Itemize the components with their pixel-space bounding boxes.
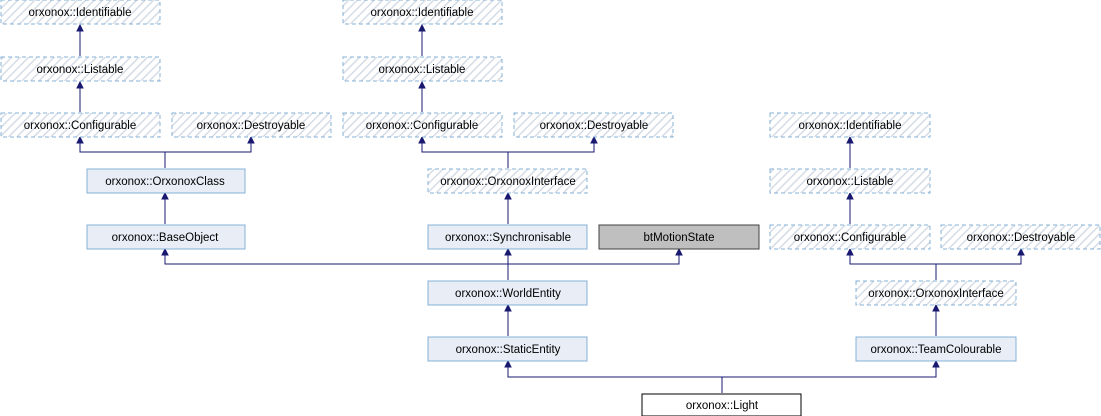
edge-orxonoxclass-to-destroyable-1 xyxy=(165,142,252,153)
class-node-teamcolourable[interactable]: orxonox::TeamColourable xyxy=(855,336,1017,362)
class-node-configurable[interactable]: orxonox::Configurable xyxy=(769,224,931,250)
edge-orxonoxclass-to-configurable-1 xyxy=(79,142,166,168)
class-node-label: orxonox::Light xyxy=(686,400,759,412)
arrowhead xyxy=(846,135,854,144)
class-node-orxonoxinterface[interactable]: orxonox::OrxonoxInterface xyxy=(855,280,1017,306)
class-node-listable[interactable]: orxonox::Listable xyxy=(769,168,931,194)
arrowhead xyxy=(76,80,84,89)
class-node-identifiable[interactable]: orxonox::Identifiable xyxy=(769,112,931,138)
class-node-label: orxonox::OrxonoxInterface xyxy=(440,176,576,188)
class-node-destroyable[interactable]: orxonox::Destroyable xyxy=(513,112,674,138)
class-node-label: orxonox::Destroyable xyxy=(967,232,1076,244)
class-node-label: orxonox::StaticEntity xyxy=(456,344,561,356)
class-node-label: orxonox::Identifiable xyxy=(371,7,474,19)
arrowhead xyxy=(161,191,169,200)
class-node-label: orxonox::Listable xyxy=(379,64,466,76)
class-node-label: orxonox::Destroyable xyxy=(197,120,306,132)
class-node-label: btMotionState xyxy=(644,232,715,244)
edge-worldentity-to-btmotionstate xyxy=(508,254,680,265)
arrowhead xyxy=(504,359,512,368)
arrowhead xyxy=(247,135,255,144)
class-node-identifiable[interactable]: orxonox::Identifiable xyxy=(342,0,503,25)
class-node-label: orxonox::Configurable xyxy=(24,120,137,132)
edge-light-to-teamcolourable xyxy=(722,366,937,378)
arrowhead xyxy=(846,191,854,200)
class-node-staticentity[interactable]: orxonox::StaticEntity xyxy=(427,336,588,362)
edge-light-to-staticentity xyxy=(507,366,723,393)
class-node-orxonoxclass[interactable]: orxonox::OrxonoxClass xyxy=(86,168,246,194)
arrowhead xyxy=(846,247,854,256)
edge-orxonoxinterface-to-configurable-3 xyxy=(849,254,937,280)
class-node-light[interactable]: orxonox::Light xyxy=(641,393,802,416)
inheritance-arrowheads xyxy=(76,23,1025,368)
arrowhead xyxy=(932,303,940,312)
class-node-listable[interactable]: orxonox::Listable xyxy=(0,56,161,82)
arrowhead xyxy=(932,359,940,368)
class-node-label: orxonox::Listable xyxy=(37,64,124,76)
arrowhead xyxy=(76,23,84,32)
class-node-label: orxonox::Identifiable xyxy=(799,120,902,132)
class-node-identifiable[interactable]: orxonox::Identifiable xyxy=(0,0,161,25)
class-node-destroyable[interactable]: orxonox::Destroyable xyxy=(171,112,332,138)
arrowhead xyxy=(504,303,512,312)
class-node-label: orxonox::Destroyable xyxy=(540,120,649,132)
class-node-label: orxonox::TeamColourable xyxy=(870,344,1001,356)
class-node-label: orxonox::OrxonoxInterface xyxy=(868,288,1004,300)
class-node-label: orxonox::OrxonoxClass xyxy=(105,176,225,188)
arrowhead xyxy=(504,191,512,200)
arrowhead xyxy=(76,135,84,144)
class-node-listable[interactable]: orxonox::Listable xyxy=(342,56,503,82)
inheritance-edges xyxy=(79,30,1022,393)
edge-orxonoxinterface-to-destroyable-3 xyxy=(936,254,1022,265)
class-node-destroyable[interactable]: orxonox::Destroyable xyxy=(940,224,1101,250)
arrowhead xyxy=(504,247,512,256)
class-node-baseobject[interactable]: orxonox::BaseObject xyxy=(86,224,246,250)
class-node-orxonoxinterface[interactable]: orxonox::OrxonoxInterface xyxy=(427,168,588,194)
class-node-label: orxonox::Synchronisable xyxy=(445,232,571,244)
class-node-label: orxonox::WorldEntity xyxy=(455,288,561,300)
arrowhead xyxy=(418,80,426,89)
class-node-configurable[interactable]: orxonox::Configurable xyxy=(0,112,161,138)
edge-worldentity-to-baseobject xyxy=(164,254,509,280)
arrowhead xyxy=(1017,247,1025,256)
arrowhead xyxy=(590,135,598,144)
class-node-label: orxonox::Configurable xyxy=(366,120,479,132)
class-node-label: orxonox::Configurable xyxy=(794,232,907,244)
class-node-label: orxonox::BaseObject xyxy=(112,232,220,244)
arrowhead xyxy=(418,135,426,144)
edge-orxonoxinterface-to-destroyable-2 xyxy=(508,142,595,153)
class-node-worldentity[interactable]: orxonox::WorldEntity xyxy=(427,280,588,306)
edge-orxonoxinterface-to-configurable-2 xyxy=(421,142,509,168)
class-node-synchronisable[interactable]: orxonox::Synchronisable xyxy=(427,224,588,250)
class-node-label: orxonox::Identifiable xyxy=(29,7,132,19)
class-node-btmotionstate[interactable]: btMotionState xyxy=(598,224,760,250)
class-node-configurable[interactable]: orxonox::Configurable xyxy=(342,112,503,138)
arrowhead xyxy=(675,247,683,256)
arrowhead xyxy=(161,247,169,256)
class-node-label: orxonox::Listable xyxy=(807,176,894,188)
arrowhead xyxy=(418,23,426,32)
